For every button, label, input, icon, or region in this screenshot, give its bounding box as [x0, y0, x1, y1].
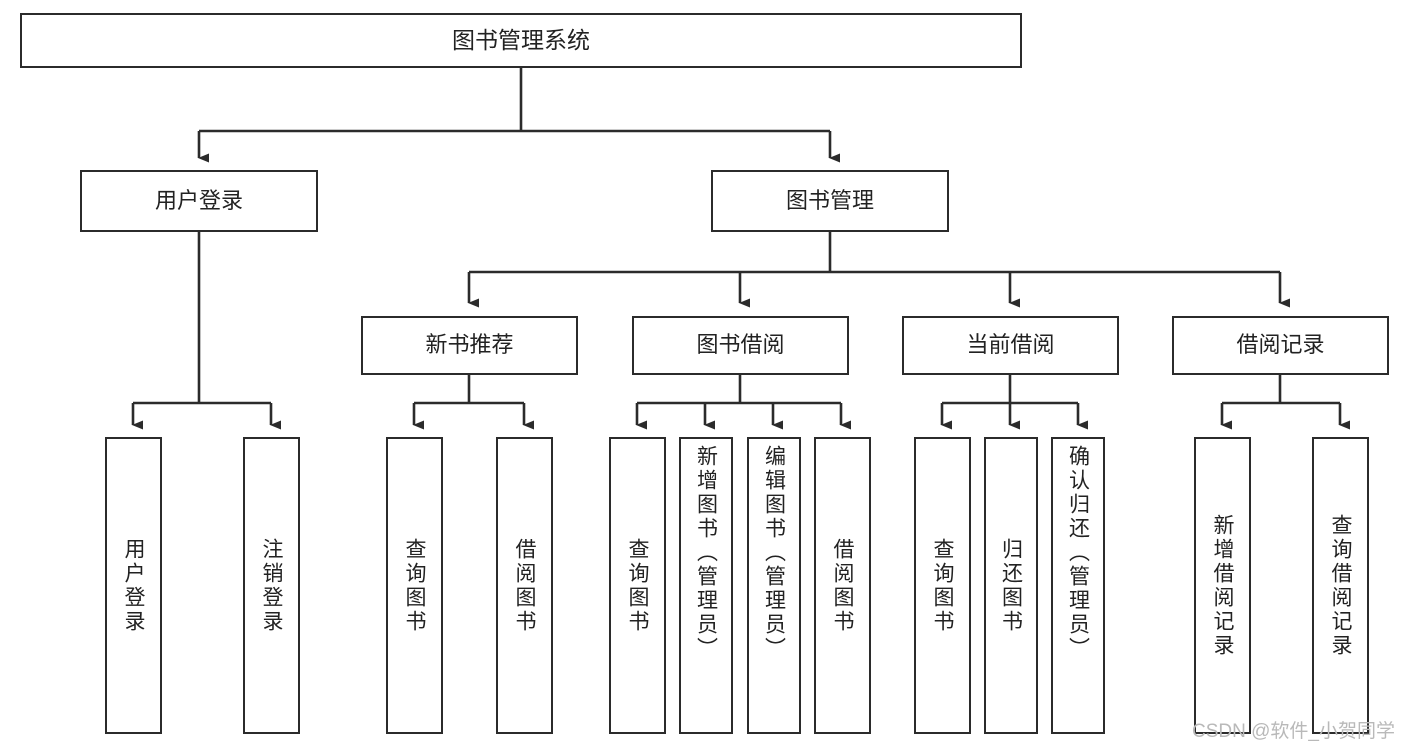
leaf-add-borrow-record[interactable]: 新增借阅记录 — [1194, 437, 1251, 734]
node-book-borrow[interactable]: 图书借阅 — [632, 316, 849, 375]
node-label: 新增借阅记录 — [1211, 513, 1234, 658]
leaf-user-login[interactable]: 用户登录 — [105, 437, 162, 734]
node-label: 图书管理系统 — [452, 26, 590, 53]
leaf-edit-book-admin[interactable]: 编辑图书（管理员） — [747, 437, 801, 734]
node-label: 确认归还（管理员） — [1066, 445, 1090, 661]
node-label: 借阅图书 — [831, 537, 854, 634]
node-label: 归还图书 — [999, 537, 1023, 634]
leaf-query-borrow-record[interactable]: 查询借阅记录 — [1312, 437, 1369, 734]
node-borrow-record[interactable]: 借阅记录 — [1172, 316, 1389, 375]
leaf-query-book-recommend[interactable]: 查询图书 — [386, 437, 443, 734]
node-label: 图书管理 — [785, 187, 874, 213]
leaf-add-book-admin[interactable]: 新增图书（管理员） — [679, 437, 733, 734]
leaf-return-book[interactable]: 归还图书 — [984, 437, 1038, 734]
node-label: 编辑图书（管理员） — [762, 445, 786, 661]
leaf-query-book-borrow[interactable]: 查询图书 — [609, 437, 666, 734]
node-user-login[interactable]: 用户登录 — [80, 170, 318, 232]
node-label: 查询图书 — [403, 537, 426, 634]
node-label: 查询借阅记录 — [1329, 513, 1352, 658]
node-new-book-recommend[interactable]: 新书推荐 — [361, 316, 578, 375]
node-label: 查询图书 — [626, 537, 649, 634]
node-label: 新书推荐 — [425, 332, 514, 358]
node-label: 新增图书（管理员） — [694, 445, 718, 661]
node-current-borrow[interactable]: 当前借阅 — [902, 316, 1119, 375]
node-label: 用户登录 — [122, 537, 145, 634]
node-label: 查询图书 — [931, 537, 954, 634]
node-root-system[interactable]: 图书管理系统 — [20, 13, 1022, 68]
leaf-logout-login[interactable]: 注销登录 — [243, 437, 300, 734]
node-label: 用户登录 — [154, 187, 243, 213]
leaf-borrow-book-recommend[interactable]: 借阅图书 — [496, 437, 553, 734]
leaf-confirm-return-admin[interactable]: 确认归还（管理员） — [1051, 437, 1105, 734]
node-label: 借阅记录 — [1236, 332, 1325, 358]
node-label: 注销登录 — [260, 537, 283, 634]
leaf-query-book-current[interactable]: 查询图书 — [914, 437, 971, 734]
leaf-borrow-book[interactable]: 借阅图书 — [814, 437, 871, 734]
node-book-manage[interactable]: 图书管理 — [711, 170, 949, 232]
node-label: 当前借阅 — [966, 332, 1055, 358]
node-label: 借阅图书 — [513, 537, 536, 634]
node-label: 图书借阅 — [696, 332, 785, 358]
